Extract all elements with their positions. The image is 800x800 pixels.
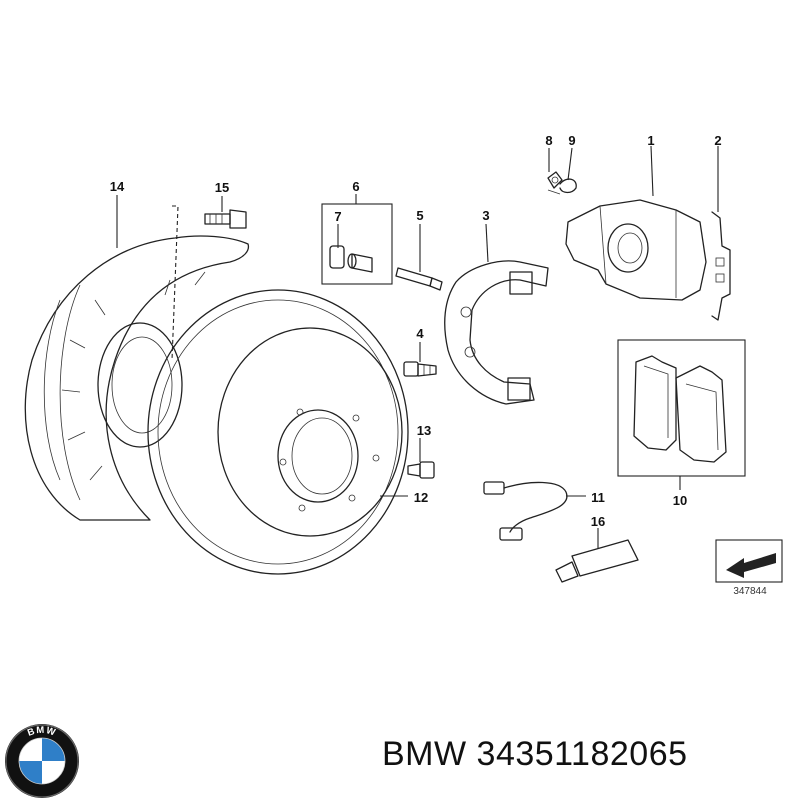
part-15-shield-bolt[interactable] [204,209,247,229]
callout-4: 4 [416,326,424,341]
part-1-brake-caliper[interactable] [565,199,707,301]
orientation-arrow-box [715,539,783,583]
callout-1: 1 [647,133,654,148]
part-2-spring-clip[interactable] [711,211,731,321]
leader-lines [116,145,719,548]
callout-7: 7 [334,209,341,224]
part-10-pad-set-box[interactable] [617,339,746,477]
bmw-roundel-icon: BMW [5,724,79,798]
callout-3: 3 [482,208,489,223]
callout-16: 16 [591,514,605,529]
part-3-caliper-carrier[interactable] [444,260,549,405]
part-10-brake-pad-front[interactable] [633,355,677,451]
callout-5: 5 [416,208,423,223]
callout-12: 12 [414,490,428,505]
part-12-brake-disc[interactable] [147,289,409,575]
part-7-guide-sleeve[interactable] [329,245,373,273]
callout-13: 13 [417,423,431,438]
svg-text:BMW: BMW [26,725,58,739]
logo-letters: BMW [26,725,56,739]
callout-14: 14 [110,179,125,194]
part-10-brake-pad-rear[interactable] [675,365,727,463]
part-5-guide-pin[interactable] [395,267,443,291]
callout-numbers: 1 2 3 4 5 6 7 8 9 10 11 12 13 14 15 16 [110,133,722,529]
part-16-grease-tube[interactable] [555,539,639,583]
callout-9: 9 [568,133,575,148]
part-4-bolt[interactable] [403,361,437,377]
part-13-bolt[interactable] [407,461,435,479]
diagram-reference-number: 347844 [733,586,767,597]
part-6-kit-box[interactable] [321,203,393,285]
bmw-logo: BMW [2,722,82,800]
part-14-dust-shield[interactable] [24,235,250,521]
part-9-dust-cap[interactable] [547,178,577,195]
callout-6: 6 [352,179,359,194]
callout-8: 8 [545,133,552,148]
footer-part-label: BMW 34351182065 [382,735,688,773]
callout-11: 11 [591,490,605,505]
part-11-wear-sensor[interactable] [483,481,568,541]
part-8-bleeder-screw[interactable] [547,171,563,189]
callout-10: 10 [673,493,687,508]
callout-15: 15 [215,180,229,195]
callout-2: 2 [714,133,721,148]
